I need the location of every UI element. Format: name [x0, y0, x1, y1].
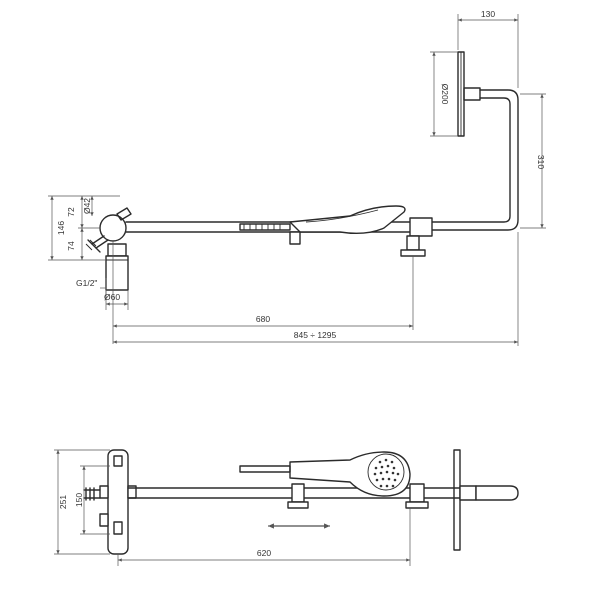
- shower-arm: [431, 87, 519, 231]
- top-dimensions: 130 Ø200 310 146 72 74 Ø42 G1/2": [48, 9, 546, 346]
- front-slide-rail: [127, 483, 471, 509]
- dim-146: 146: [56, 221, 66, 235]
- shower-hose: [239, 223, 291, 231]
- mixer-body: [85, 207, 132, 291]
- dim-845-1295: 845 ÷ 1295: [294, 330, 337, 340]
- dim-72: 72: [66, 207, 76, 217]
- dim-130: 130: [481, 9, 495, 19]
- front-overhead-shower: [453, 449, 519, 551]
- front-view: 251 150 620: [54, 449, 519, 566]
- dim-d42: Ø42: [82, 198, 92, 214]
- dim-310: 310: [536, 155, 546, 169]
- front-dimensions: 251 150 620: [54, 449, 411, 566]
- dim-620: 620: [257, 548, 271, 558]
- dim-150: 150: [74, 493, 84, 507]
- hand-shower: [289, 205, 406, 245]
- dim-74: 74: [66, 241, 76, 251]
- dim-251: 251: [58, 495, 68, 509]
- top-view: 130 Ø200 310 146 72 74 Ø42 G1/2": [48, 9, 546, 346]
- dim-d60: Ø60: [104, 292, 120, 302]
- overhead-shower-head: [457, 51, 465, 137]
- front-hand-shower: [239, 451, 411, 497]
- front-mixer-body: [83, 449, 137, 555]
- dim-680: 680: [256, 314, 270, 324]
- dim-d200: Ø200: [440, 84, 450, 105]
- label-g12: G1/2": [76, 278, 97, 288]
